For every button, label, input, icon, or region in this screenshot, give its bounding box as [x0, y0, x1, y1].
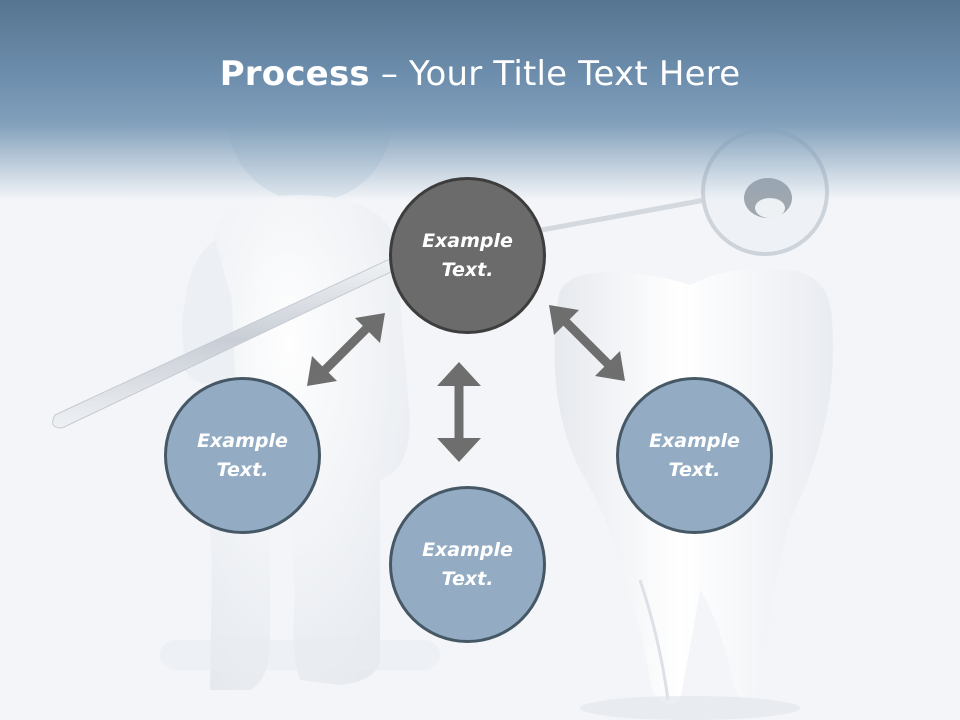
bidirectional-arrow-icon: [437, 362, 481, 462]
node-text-line2: Text.: [668, 458, 721, 481]
node-text-line1: Example: [422, 229, 513, 252]
node-text-line1: Example: [422, 538, 513, 561]
node-text-line2: Text.: [441, 258, 494, 281]
node-text-line2: Text.: [216, 458, 269, 481]
node-text-line1: Example: [197, 429, 288, 452]
header-band: [0, 0, 960, 200]
title-rest: – Your Title Text Here: [369, 54, 741, 94]
process-node-left[interactable]: Example Text.: [164, 377, 321, 534]
node-text-line2: Text.: [441, 567, 494, 590]
bidirectional-arrow-icon: [549, 305, 625, 381]
process-node-bottom[interactable]: Example Text.: [389, 486, 546, 643]
bidirectional-arrow-icon: [307, 313, 385, 386]
slide-title: Process – Your Title Text Here: [0, 54, 960, 94]
process-node-center[interactable]: Example Text.: [389, 177, 546, 334]
node-text-line1: Example: [649, 429, 740, 452]
title-bold: Process: [219, 54, 370, 94]
process-node-right[interactable]: Example Text.: [616, 377, 773, 534]
